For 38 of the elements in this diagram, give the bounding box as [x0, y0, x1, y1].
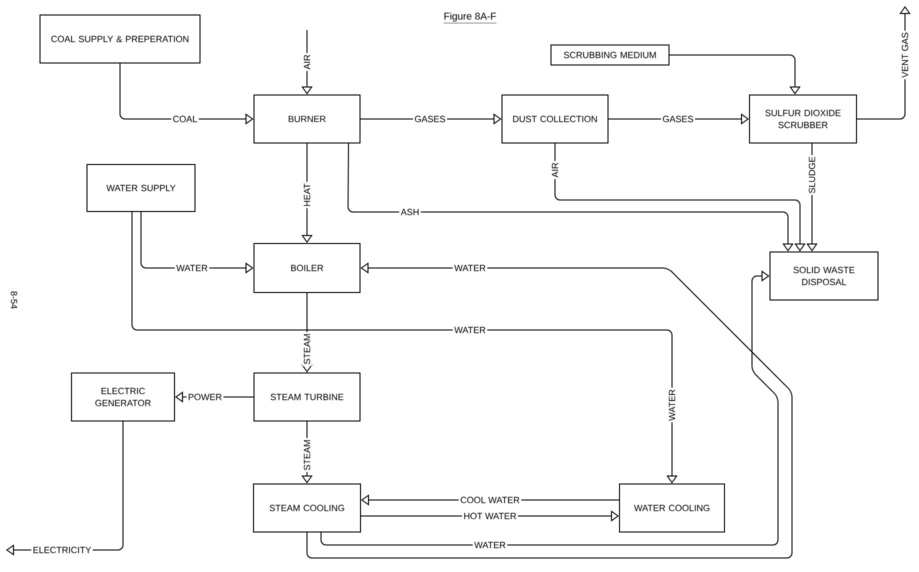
edge-label: SLUDGE — [807, 155, 817, 195]
edge-label: HOT WATER — [462, 511, 518, 521]
figure-title: Figure 8A-F — [443, 12, 497, 24]
flow-arrow — [669, 54, 801, 94]
process-box: STEAM COOLING — [253, 484, 361, 532]
process-box: BOILER — [254, 243, 360, 293]
edge-label: WATER — [174, 263, 210, 273]
edge-label: GASES — [661, 114, 695, 124]
process-box: BURNER — [254, 94, 360, 144]
edge-label: STEAM — [302, 438, 312, 472]
pipe-inlet-label: SCRUBBING MEDIUM — [550, 44, 670, 66]
page-number: 8-54 — [10, 291, 18, 309]
edge-label: AIR — [302, 53, 312, 71]
process-box: SULFUR DIOXIDE SCRUBBER — [749, 94, 857, 144]
edge-label: WATER — [472, 540, 508, 550]
edge-label: STEAM — [302, 332, 312, 366]
edge-label: WATER — [452, 325, 488, 335]
edge-label: HEAT — [302, 182, 312, 208]
edge-label: VENT GAS — [900, 30, 910, 80]
process-box: DUST COLLECTION — [502, 94, 608, 144]
edge-label: ASH — [399, 207, 421, 217]
edge-label: ELECTRICITY — [31, 545, 93, 555]
flow-arrow — [554, 143, 806, 252]
edge-label: GASES — [413, 114, 447, 124]
process-box: ELECTRIC GENERATOR — [71, 372, 175, 422]
edge-label: COOL WATER — [458, 495, 522, 505]
process-box: WATER COOLING — [619, 484, 725, 532]
process-box: WATER SUPPLY — [86, 164, 196, 212]
edge-label: COAL — [171, 114, 199, 124]
process-box: COAL SUPPLY & PREPERATION — [40, 14, 200, 64]
process-box: SOLID WASTE DISPOSAL — [770, 252, 878, 300]
edge-label: POWER — [186, 392, 224, 402]
edge-label: WATER — [452, 263, 488, 273]
flow-arrow — [348, 143, 794, 252]
process-box: STEAM TURBINE — [254, 372, 360, 422]
flow-arrow — [132, 212, 678, 484]
edge-label: AIR — [550, 161, 560, 179]
flow-label: WATER — [667, 388, 677, 422]
